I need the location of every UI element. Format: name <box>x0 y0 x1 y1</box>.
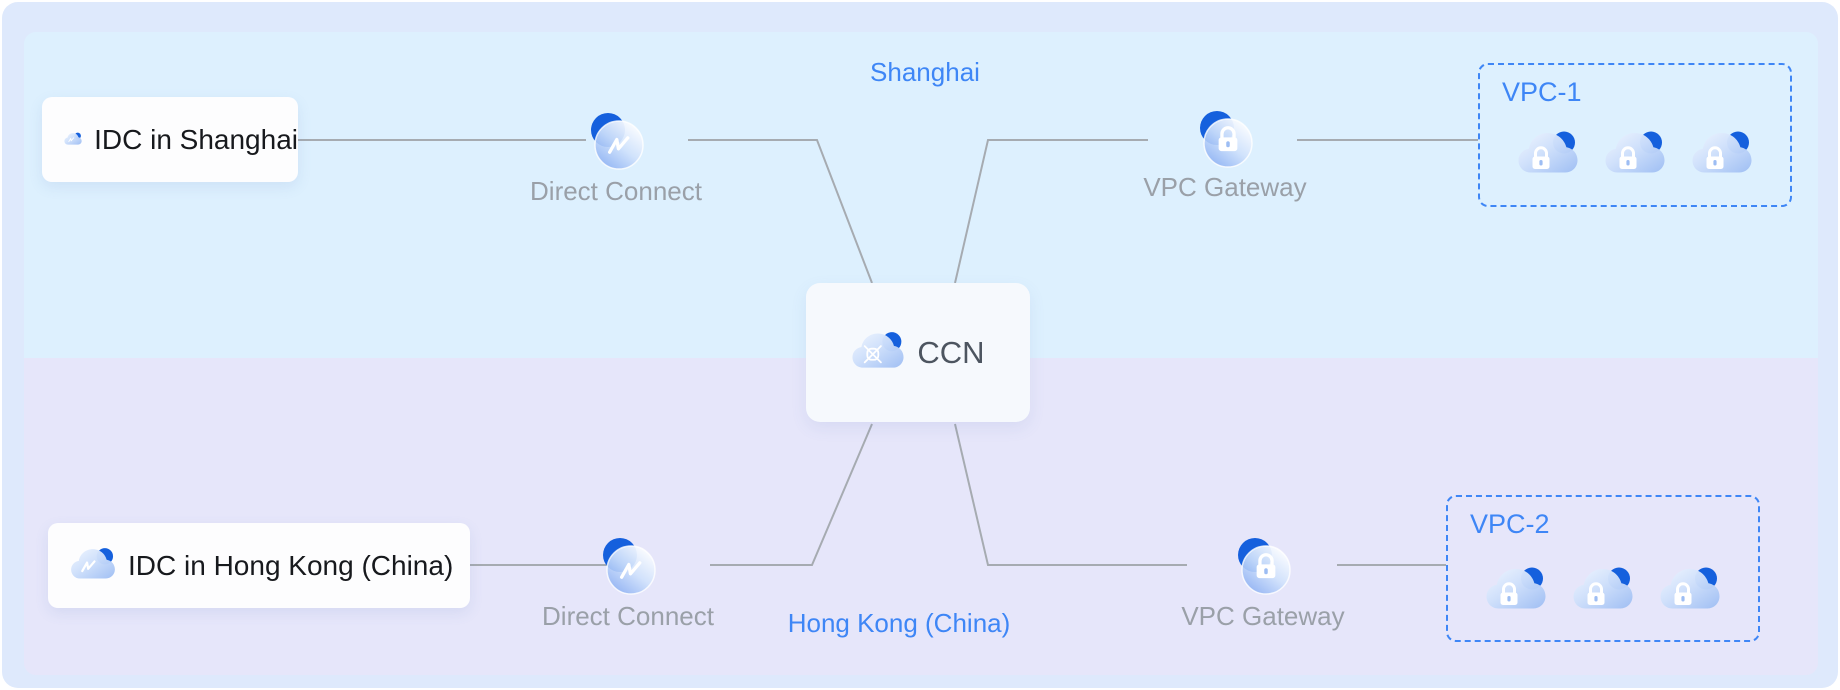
ccn-card: CCN <box>806 283 1030 422</box>
cloud-lock-icon <box>1692 131 1752 173</box>
direct-connect-bottom-label: Direct Connect <box>542 601 714 631</box>
cloud-lock-icon <box>1518 131 1578 173</box>
idc-shanghai-label: IDC in Shanghai <box>94 123 298 155</box>
cloud-transfer-icon <box>71 548 115 579</box>
vpc2-label: VPC-2 <box>1470 509 1550 539</box>
vpc-gateway-top-label: VPC Gateway <box>1143 172 1307 202</box>
region-label-hongkong: Hong Kong (China) <box>787 608 1011 638</box>
cloud-transfer-icon <box>64 132 82 145</box>
ccn-label: CCN <box>917 334 985 370</box>
vpc1-label: VPC-1 <box>1502 77 1582 107</box>
vpc2-subnets <box>1448 565 1758 617</box>
cloud-lock-icon <box>1573 567 1633 609</box>
cloud-network-icon <box>852 332 904 368</box>
transfer-circle-icon <box>591 113 644 170</box>
lock-circle-icon <box>1200 111 1253 168</box>
direct-connect-top-label: Direct Connect <box>530 176 702 206</box>
idc-shanghai-card: IDC in Shanghai <box>42 97 298 182</box>
cloud-lock-icon <box>1605 131 1665 173</box>
cloud-lock-icon <box>1660 567 1720 609</box>
vpc-gateway-bottom-label: VPC Gateway <box>1181 601 1345 631</box>
vpc2-box: VPC-2 <box>1446 495 1760 642</box>
vpc1-subnets <box>1480 129 1790 181</box>
transfer-circle-icon <box>603 538 656 595</box>
idc-hongkong-label: IDC in Hong Kong (China) <box>128 549 454 581</box>
idc-hongkong-card: IDC in Hong Kong (China) <box>48 523 470 608</box>
vpc1-box: VPC-1 <box>1478 63 1792 207</box>
lock-circle-icon <box>1238 538 1291 595</box>
cloud-lock-icon <box>1486 567 1546 609</box>
region-label-shanghai: Shanghai <box>870 57 980 87</box>
